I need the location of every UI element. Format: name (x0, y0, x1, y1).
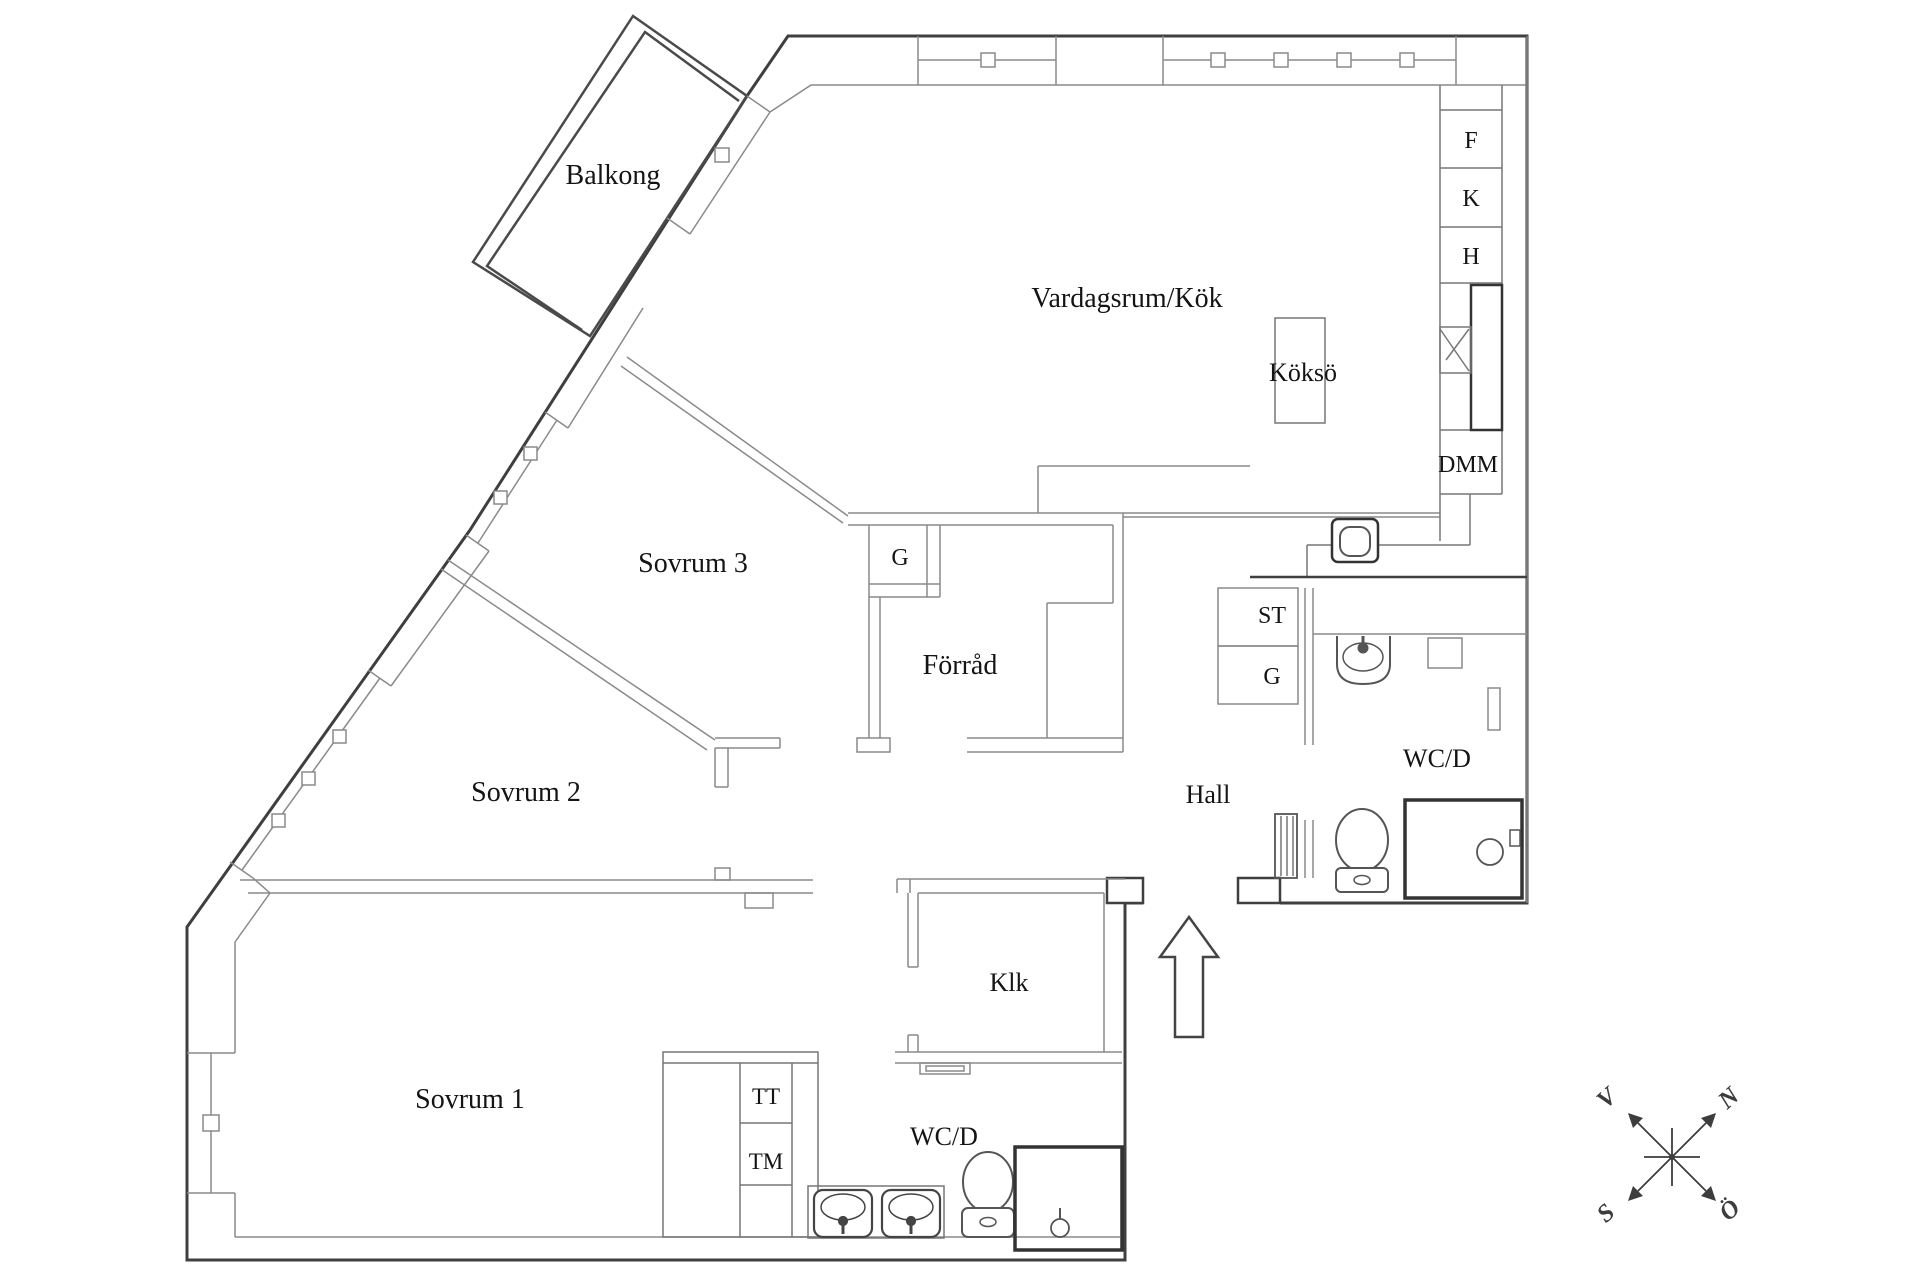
fixture-label-tt: TT (752, 1084, 780, 1109)
kitchen-sink-basin (1339, 526, 1371, 557)
wall-pilaster (714, 867, 731, 881)
sink-icon-left (812, 1188, 874, 1239)
compass-label-south: S (1592, 1199, 1620, 1228)
entrance-post-right (1236, 876, 1282, 905)
sliding-door-symbol (919, 1062, 971, 1075)
door-post (744, 892, 774, 909)
closet-g-box (1217, 645, 1299, 705)
forrad-wall-foot (856, 737, 891, 753)
interior-walls (240, 356, 1527, 1075)
balcony-railing (471, 14, 749, 338)
fixture-label-k: K (1462, 186, 1480, 212)
outer-walls (185, 34, 1529, 1262)
top-wall-windows (811, 36, 1526, 86)
room-label-sovrum-3: Sovrum 3 (638, 548, 748, 579)
kitchen-island (1274, 317, 1326, 424)
wall-niche (1487, 687, 1501, 731)
fixture-label-koksoe: Köksö (1269, 358, 1337, 387)
shower-handle (1509, 829, 1521, 847)
fixture-label-tm: TM (749, 1149, 784, 1174)
room-label-wcd-upper: WC/D (1403, 744, 1471, 773)
kitchen-fixtures (1250, 85, 1527, 579)
compass-label-west: V (1592, 1081, 1624, 1114)
room-label-klk: Klk (990, 968, 1029, 997)
fixture-label-st: ST (1258, 603, 1286, 629)
vanity-counter (807, 1185, 945, 1239)
radiator-icon (1274, 813, 1298, 879)
lower-wcd-fixtures (662, 1051, 1124, 1252)
shaft-box (1439, 326, 1472, 374)
shaft-diagonals (1439, 328, 1470, 372)
entrance-arrow-icon (1157, 914, 1221, 1039)
wall-shaft-bar (1469, 283, 1504, 432)
room-label-hall: Hall (1186, 780, 1231, 809)
entrance-post-left (1105, 876, 1145, 905)
diagonal-wall-windows (187, 36, 1528, 1238)
fixture-label-h: H (1462, 244, 1479, 270)
toilet-icon-lower (961, 1151, 1015, 1238)
wash-basin-icon (1336, 636, 1391, 686)
sliding-door-symbol-inner (925, 1065, 965, 1072)
fixture-label-g-sov3: G (891, 545, 908, 571)
room-label-vardagsrum: Vardagsrum/Kök (1031, 283, 1222, 314)
compass-label-east: Ö (1714, 1194, 1745, 1226)
room-label-sovrum-1: Sovrum 1 (415, 1084, 525, 1115)
fixture-label-f: F (1464, 128, 1477, 154)
fixture-label-g-hall: G (1263, 664, 1280, 690)
window-mullions-top (980, 52, 1415, 68)
wall-cabinet (1427, 637, 1463, 669)
shower-icon-upper (1403, 798, 1524, 900)
compass-label-north: N (1712, 1082, 1745, 1115)
room-label-forrad: Förråd (923, 650, 998, 681)
compass-rose (1628, 1113, 1716, 1201)
upper-wcd-fixtures (1274, 636, 1524, 900)
sink-icon-right (880, 1188, 942, 1239)
toilet-icon-upper (1335, 808, 1389, 872)
balcony-door-mullion (714, 147, 730, 163)
room-label-wcd-lower: WC/D (910, 1122, 978, 1151)
room-label-balkong: Balkong (566, 160, 661, 191)
shower-icon-lower (1013, 1145, 1124, 1252)
room-label-sovrum-2: Sovrum 2 (471, 777, 581, 808)
fixture-label-dmm: DMM (1438, 452, 1498, 478)
